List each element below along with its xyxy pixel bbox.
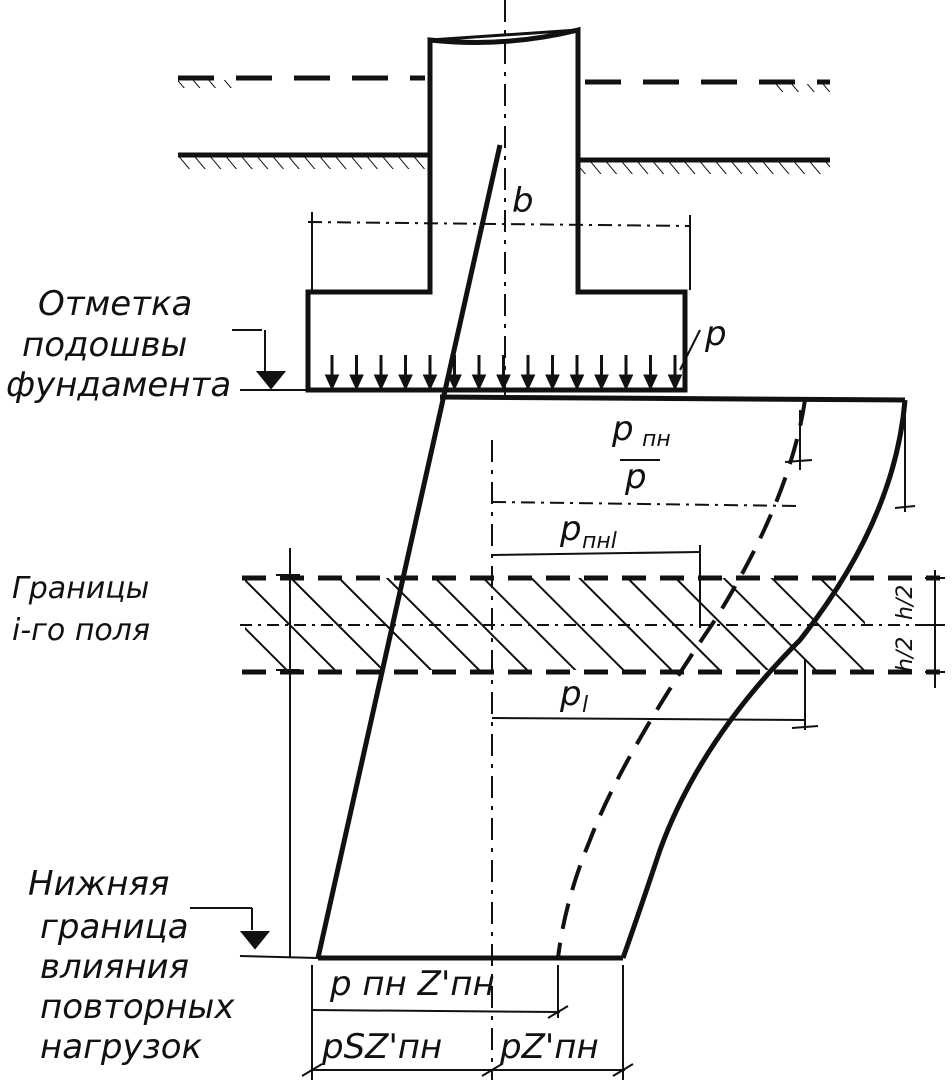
label-otmetka-line3: фундамента bbox=[6, 365, 231, 405]
label-otmetka-line2: подошвы bbox=[22, 325, 187, 365]
footing-base-line bbox=[439, 394, 906, 403]
pressure-arrow-head bbox=[398, 374, 413, 391]
label-p-bar: p bbox=[624, 457, 647, 497]
water-level-hatch-right bbox=[770, 84, 830, 92]
label-granitsy-line2: i-го поля bbox=[12, 613, 150, 648]
p-leader-line bbox=[679, 329, 701, 371]
label-h-half-top: h/2 bbox=[893, 585, 918, 620]
label-nizh-line3: влияния bbox=[40, 947, 189, 987]
label-nizh-line2: граница bbox=[40, 907, 189, 947]
label-nizh-line4: повторных bbox=[40, 987, 235, 1027]
width-b-dimension bbox=[307, 212, 691, 290]
pressure-arrow-head bbox=[667, 374, 683, 391]
stress-curve-dashed bbox=[556, 399, 807, 959]
label-b: b bbox=[512, 181, 534, 221]
label-bottom-mid: p пн Z'пн bbox=[329, 964, 495, 1004]
pressure-arrow-head bbox=[520, 374, 536, 391]
pressure-arrow-head bbox=[569, 374, 585, 391]
ground-surface-line bbox=[178, 152, 830, 174]
label-nizh-line5: нагрузок bbox=[40, 1027, 203, 1067]
label-h-half-bottom: h/2 bbox=[893, 637, 918, 672]
pressure-arrow-head bbox=[324, 374, 340, 391]
label-p-pn-sub: пн bbox=[642, 427, 671, 452]
p-l-dimension bbox=[491, 660, 819, 730]
label-p: p bbox=[704, 314, 727, 354]
lower-boundary-marker bbox=[190, 907, 319, 959]
label-granitsy-line1: Границы bbox=[12, 571, 149, 606]
inclined-stress-line bbox=[315, 144, 503, 959]
pressure-arrow-head bbox=[471, 374, 487, 391]
pressure-arrows bbox=[324, 355, 683, 391]
label-bottom-right: pZ'пн bbox=[499, 1027, 599, 1067]
pressure-arrow-head bbox=[447, 374, 462, 391]
label-p-l: p bbox=[559, 674, 582, 714]
water-level-line bbox=[178, 75, 830, 85]
label-p-l-sub: l bbox=[582, 693, 588, 718]
label-p-pnl-sub: пнl bbox=[582, 529, 617, 554]
pressure-arrow-head bbox=[643, 374, 658, 391]
foundation-outline bbox=[305, 26, 688, 393]
label-nizh-line1: Нижняя bbox=[28, 864, 169, 904]
pressure-arrow-head bbox=[349, 374, 364, 391]
label-otmetka-line1: Отметка bbox=[38, 284, 192, 324]
stress-curve-solid bbox=[620, 399, 908, 959]
pressure-arrow-head bbox=[496, 374, 511, 391]
base-level-marker bbox=[232, 329, 308, 391]
label-bottom-left: pSZ'пн bbox=[321, 1027, 442, 1067]
pressure-arrow-head bbox=[422, 374, 438, 391]
column-break-line bbox=[429, 28, 579, 42]
band-height-dimension bbox=[925, 570, 945, 688]
pressure-arrow-head bbox=[594, 374, 609, 391]
label-p-pnl: p bbox=[559, 509, 582, 549]
pressure-arrow-head bbox=[373, 374, 389, 391]
dashed-curve-dimension bbox=[491, 410, 916, 512]
bottom-dimensions bbox=[301, 965, 634, 1080]
pressure-arrow-head bbox=[618, 374, 634, 391]
label-p-pn: p bbox=[611, 409, 634, 449]
pressure-arrow-head bbox=[545, 374, 560, 391]
left-extension-lines bbox=[276, 548, 300, 958]
water-level-hatch-left bbox=[178, 80, 238, 88]
